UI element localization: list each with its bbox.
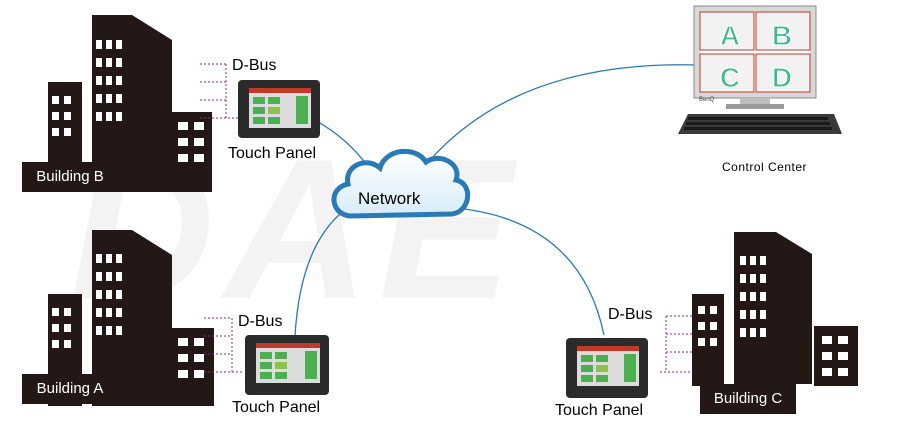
link-panel-a (294, 213, 341, 337)
screen-letter-a: A (720, 20, 740, 51)
dbus-connectors (200, 63, 694, 373)
building-c-label: Building C (700, 384, 796, 414)
dbus-label-right: D-Bus (608, 306, 653, 323)
monitor-brand: BenQ (699, 97, 715, 103)
building-b-label: Building B (22, 162, 118, 192)
control-center-label: Control Center (722, 160, 808, 174)
building-c-windows (698, 256, 848, 376)
touch-panel-left-graphic (245, 335, 329, 395)
screen-letter-d: D (772, 62, 792, 93)
building-a-label: Building A (22, 374, 118, 404)
control-center-screen-letters: A B C D (719, 19, 792, 93)
building-b-windows (52, 40, 204, 162)
control-center-keyboard (678, 114, 842, 134)
touch-panel-label-left: Touch Panel (232, 399, 321, 416)
screen-letter-c: C (720, 62, 740, 93)
touch-panel-top-graphic (238, 80, 320, 138)
network-links (294, 64, 698, 337)
link-control-center (429, 64, 698, 161)
dbus-label-left: D-Bus (238, 313, 283, 330)
touch-panel-label-right: Touch Panel (555, 402, 644, 419)
dbus-label-top: D-Bus (232, 57, 277, 74)
touch-panel-right-graphic (566, 338, 648, 398)
touch-panel-label-top: Touch Panel (228, 145, 317, 162)
screen-letter-b: B (772, 20, 792, 51)
link-panel-c (454, 207, 605, 336)
network-label: Network (358, 189, 421, 208)
control-center-monitor (693, 5, 817, 109)
network-cloud (331, 148, 471, 219)
building-a-windows (52, 254, 204, 378)
